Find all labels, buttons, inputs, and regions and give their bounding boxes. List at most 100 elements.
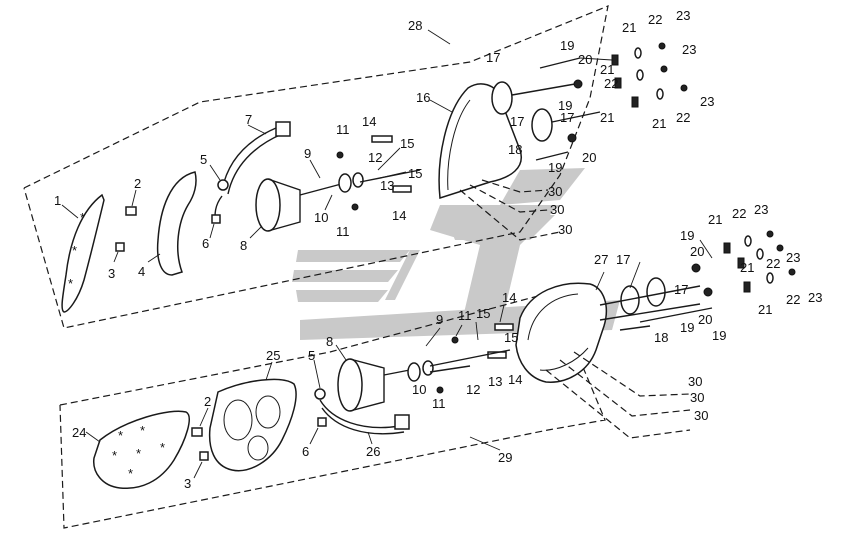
callout-6b: 6 bbox=[302, 444, 309, 459]
callout-14a: 14 bbox=[362, 114, 376, 129]
callout-14b: 14 bbox=[392, 208, 406, 223]
callout-8b: 8 bbox=[326, 334, 333, 349]
part-24-lens: * * * * * * bbox=[85, 410, 190, 490]
callout-25: 25 bbox=[266, 348, 280, 363]
callout-4: 4 bbox=[138, 264, 145, 279]
callout-20a: 20 bbox=[578, 52, 592, 67]
part-27-housing bbox=[515, 271, 608, 383]
callout-19f: 19 bbox=[712, 328, 726, 343]
callout-23e: 23 bbox=[786, 250, 800, 265]
callout-21a: 21 bbox=[622, 20, 636, 35]
callout-20b: 20 bbox=[582, 150, 596, 165]
callout-21b: 21 bbox=[600, 62, 614, 77]
callout-10b: 10 bbox=[412, 382, 426, 397]
svg-text:*: * bbox=[160, 440, 165, 455]
callout-13: 13 bbox=[380, 178, 394, 193]
callout-30c: 30 bbox=[558, 222, 572, 237]
callout-9b: 9 bbox=[436, 312, 443, 327]
callout-19e: 19 bbox=[680, 320, 694, 335]
callout-1: 1 bbox=[54, 193, 61, 208]
svg-text:*: * bbox=[128, 466, 133, 481]
svg-text:*: * bbox=[136, 446, 141, 461]
callout-16: 16 bbox=[416, 90, 430, 105]
svg-text:*: * bbox=[72, 243, 77, 258]
callout-19d: 19 bbox=[680, 228, 694, 243]
callout-12: 12 bbox=[368, 150, 382, 165]
part-8-socket bbox=[249, 178, 301, 239]
part-9-to-15-lower bbox=[383, 304, 514, 394]
callout-23b: 23 bbox=[682, 42, 696, 57]
part-3-screw bbox=[113, 242, 125, 263]
callout-14d: 14 bbox=[508, 372, 522, 387]
part-30-leaders-lower bbox=[545, 351, 691, 439]
callout-11c: 11 bbox=[458, 308, 472, 323]
callout-22c: 22 bbox=[676, 110, 690, 125]
callout-11b: 11 bbox=[336, 224, 350, 239]
part-19-20-screws bbox=[535, 57, 583, 161]
callout-22d: 22 bbox=[732, 206, 746, 221]
callout-10: 10 bbox=[314, 210, 328, 225]
svg-text:*: * bbox=[68, 276, 73, 291]
callout-17a: 17 bbox=[486, 50, 500, 65]
callout-7: 7 bbox=[245, 112, 252, 127]
callout-22e: 22 bbox=[766, 256, 780, 271]
callout-23d: 23 bbox=[754, 202, 768, 217]
parts-21-22-23-lower bbox=[723, 230, 796, 293]
callout-2b: 2 bbox=[204, 394, 211, 409]
callout-6: 6 bbox=[202, 236, 209, 251]
callout-27: 27 bbox=[594, 252, 608, 267]
part-8-socket-lower bbox=[335, 344, 385, 412]
callout-15d: 15 bbox=[504, 330, 518, 345]
callout-21c: 21 bbox=[600, 110, 614, 125]
callout-11d: 11 bbox=[432, 396, 446, 411]
callout-30a: 30 bbox=[548, 184, 562, 199]
part-26-wiring-harness bbox=[309, 359, 410, 445]
part-17-bulbs bbox=[491, 81, 601, 142]
callout-21f: 21 bbox=[740, 260, 754, 275]
parts-21-22-23-upper bbox=[579, 42, 688, 108]
callout-17b: 17 bbox=[510, 114, 524, 129]
callout-20c: 20 bbox=[690, 244, 704, 259]
part-25-bezel bbox=[208, 361, 297, 472]
callout-20d: 20 bbox=[698, 312, 712, 327]
part-9-to-15-bulbs-fasteners bbox=[299, 135, 421, 211]
callout-30f: 30 bbox=[694, 408, 708, 423]
callout-30b: 30 bbox=[550, 202, 564, 217]
callout-21e: 21 bbox=[708, 212, 722, 227]
callout-labels: 28 1 2 3 4 5 6 7 8 9 10 11 11 12 13 14 1… bbox=[54, 8, 822, 491]
callout-22f: 22 bbox=[786, 292, 800, 307]
callout-11a: 11 bbox=[336, 122, 350, 137]
assembly-29-boundary bbox=[59, 289, 606, 529]
callout-2: 2 bbox=[134, 176, 141, 191]
callout-21g: 21 bbox=[758, 302, 772, 317]
callout-5b: 5 bbox=[308, 348, 315, 363]
callout-22a: 22 bbox=[648, 12, 662, 27]
callout-17c: 17 bbox=[560, 110, 574, 125]
callout-19b: 19 bbox=[558, 98, 572, 113]
callout-29: 29 bbox=[498, 450, 512, 465]
callout-28: 28 bbox=[408, 18, 422, 33]
callout-12b: 12 bbox=[466, 382, 480, 397]
part-18-19-20-lower bbox=[619, 239, 713, 331]
part-2-screw-lower bbox=[191, 407, 209, 437]
callout-30e: 30 bbox=[690, 390, 704, 405]
part-3-screw-lower bbox=[193, 451, 209, 479]
callout-15b: 15 bbox=[408, 166, 422, 181]
callout-14c: 14 bbox=[502, 290, 516, 305]
callout-15c: 15 bbox=[476, 306, 490, 321]
callout-24: 24 bbox=[72, 425, 86, 440]
callout-8: 8 bbox=[240, 238, 247, 253]
svg-text:*: * bbox=[140, 423, 145, 438]
part-1-lens: * * * bbox=[61, 193, 105, 313]
callout-17d: 17 bbox=[616, 252, 630, 267]
callout-26: 26 bbox=[366, 444, 380, 459]
callout-23f: 23 bbox=[808, 290, 822, 305]
part-4-bezel bbox=[147, 171, 197, 276]
callout-3b: 3 bbox=[184, 476, 191, 491]
svg-text:*: * bbox=[112, 448, 117, 463]
callout-13b: 13 bbox=[488, 374, 502, 389]
callout-23a: 23 bbox=[676, 8, 690, 23]
callout-23c: 23 bbox=[700, 94, 714, 109]
callout-3: 3 bbox=[108, 266, 115, 281]
